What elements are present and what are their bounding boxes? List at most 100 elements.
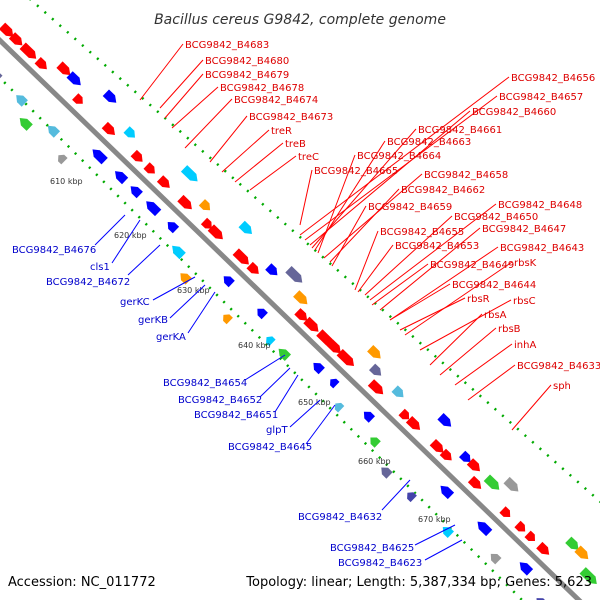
forward-gene-arrow[interactable] bbox=[0, 22, 14, 37]
forward-gene-arrow[interactable] bbox=[156, 175, 170, 188]
reverse-gene-arrow[interactable] bbox=[180, 273, 192, 285]
reverse-gene-arrow[interactable] bbox=[223, 314, 233, 325]
gene-label[interactable]: BCG9842_B4683 bbox=[185, 40, 269, 51]
reverse-gene-arrow[interactable] bbox=[330, 378, 340, 389]
forward-gene-arrow[interactable] bbox=[180, 165, 198, 182]
reverse-gene-arrow[interactable] bbox=[370, 437, 381, 448]
reverse-gene-arrow[interactable] bbox=[257, 308, 268, 320]
reverse-gene-arrow[interactable] bbox=[313, 362, 325, 375]
forward-gene-arrow[interactable] bbox=[303, 316, 319, 332]
gene-label[interactable]: BCG9842_B4680 bbox=[205, 56, 289, 67]
gene-label[interactable]: BCG9842_B4658 bbox=[424, 170, 508, 181]
gene-label[interactable]: BCG9842_B4653 bbox=[395, 241, 479, 252]
reverse-gene-arrow[interactable] bbox=[477, 521, 493, 537]
gene-label[interactable]: BCG9842_B4649 bbox=[430, 260, 514, 271]
forward-gene-arrow[interactable] bbox=[66, 71, 81, 86]
gene-label[interactable]: BCG9842_B4657 bbox=[499, 92, 583, 103]
gene-label[interactable]: BCG9842_B4676 bbox=[12, 245, 96, 256]
forward-gene-arrow[interactable] bbox=[294, 308, 308, 321]
reverse-gene-arrow[interactable] bbox=[334, 402, 345, 413]
reverse-gene-arrow[interactable] bbox=[47, 125, 61, 138]
gene-label[interactable]: BCG9842_B4665 bbox=[314, 166, 398, 177]
forward-gene-arrow[interactable] bbox=[579, 567, 597, 584]
reverse-gene-arrow[interactable] bbox=[490, 553, 502, 565]
forward-gene-arrow[interactable] bbox=[123, 126, 136, 138]
forward-gene-arrow[interactable] bbox=[369, 363, 382, 376]
gene-label[interactable]: BCG9842_B4678 bbox=[220, 83, 304, 94]
gene-label[interactable]: rbsK bbox=[514, 258, 537, 269]
gene-label[interactable]: BCG9842_B4663 bbox=[387, 137, 471, 148]
reverse-gene-arrow[interactable] bbox=[146, 201, 162, 217]
gene-label[interactable]: BCG9842_B4645 bbox=[228, 442, 312, 453]
gene-label[interactable]: BCG9842_B4654 bbox=[163, 378, 247, 389]
forward-gene-arrow[interactable] bbox=[102, 89, 117, 103]
gene-label[interactable]: BCG9842_B4652 bbox=[178, 395, 262, 406]
forward-gene-arrow[interactable] bbox=[503, 476, 519, 492]
reverse-gene-arrow[interactable] bbox=[519, 562, 534, 576]
forward-gene-arrow[interactable] bbox=[200, 217, 212, 229]
reverse-gene-arrow[interactable] bbox=[363, 411, 375, 423]
gene-label[interactable]: BCG9842_B4650 bbox=[454, 212, 538, 223]
forward-gene-arrow[interactable] bbox=[483, 474, 500, 490]
gene-label[interactable]: BCG9842_B4673 bbox=[249, 112, 333, 123]
gene-label[interactable]: BCG9842_B4625 bbox=[330, 543, 414, 554]
forward-gene-arrow[interactable] bbox=[56, 61, 71, 76]
gene-label[interactable]: cls1 bbox=[90, 262, 110, 273]
reverse-gene-arrow[interactable] bbox=[130, 186, 143, 199]
gene-label[interactable]: BCG9842_B4644 bbox=[452, 280, 536, 291]
reverse-gene-arrow[interactable] bbox=[0, 70, 3, 82]
forward-gene-arrow[interactable] bbox=[536, 541, 550, 555]
reverse-gene-arrow[interactable] bbox=[58, 154, 68, 165]
reverse-gene-arrow[interactable] bbox=[223, 276, 235, 288]
forward-gene-arrow[interactable] bbox=[198, 199, 211, 211]
forward-gene-arrow[interactable] bbox=[19, 42, 37, 59]
reverse-gene-arrow[interactable] bbox=[92, 149, 108, 165]
gene-label[interactable]: BCG9842_B4659 bbox=[368, 202, 452, 213]
forward-gene-arrow[interactable] bbox=[336, 349, 354, 366]
reverse-gene-arrow[interactable] bbox=[266, 336, 276, 347]
forward-gene-arrow[interactable] bbox=[429, 439, 444, 453]
gene-label[interactable]: treC bbox=[298, 152, 319, 163]
gene-label[interactable]: BCG9842_B4660 bbox=[472, 107, 556, 118]
forward-gene-arrow[interactable] bbox=[232, 248, 249, 265]
gene-label[interactable]: BCG9842_B4643 bbox=[500, 243, 584, 254]
forward-gene-arrow[interactable] bbox=[398, 408, 410, 420]
forward-gene-arrow[interactable] bbox=[130, 149, 143, 162]
gene-label[interactable]: BCG9842_B4664 bbox=[357, 151, 441, 162]
forward-gene-arrow[interactable] bbox=[466, 458, 480, 472]
gene-label[interactable]: rbsR bbox=[467, 294, 490, 305]
forward-gene-arrow[interactable] bbox=[285, 266, 303, 283]
forward-gene-arrow[interactable] bbox=[467, 475, 482, 489]
gene-label[interactable]: rbsB bbox=[498, 324, 521, 335]
gene-label[interactable]: gerKB bbox=[138, 315, 168, 326]
forward-gene-arrow[interactable] bbox=[238, 220, 253, 234]
reverse-gene-arrow[interactable] bbox=[19, 118, 33, 131]
gene-label[interactable]: BCG9842_B4632 bbox=[298, 512, 382, 523]
forward-gene-arrow[interactable] bbox=[143, 162, 155, 174]
forward-gene-arrow[interactable] bbox=[499, 506, 511, 517]
gene-label[interactable]: gerKC bbox=[120, 297, 150, 308]
forward-gene-arrow[interactable] bbox=[524, 530, 536, 541]
forward-gene-arrow[interactable] bbox=[246, 261, 259, 274]
forward-gene-arrow[interactable] bbox=[34, 57, 47, 70]
forward-gene-arrow[interactable] bbox=[367, 379, 384, 395]
gene-label[interactable]: BCG9842_B4651 bbox=[194, 410, 278, 421]
gene-label[interactable]: BCG9842_B4623 bbox=[338, 558, 422, 569]
reverse-gene-arrow[interactable] bbox=[115, 171, 129, 185]
gene-label[interactable]: sph bbox=[553, 381, 571, 392]
reverse-gene-arrow[interactable] bbox=[172, 245, 186, 260]
forward-gene-arrow[interactable] bbox=[439, 448, 452, 461]
reverse-gene-arrow[interactable] bbox=[16, 95, 28, 107]
reverse-gene-arrow[interactable] bbox=[440, 485, 455, 500]
forward-gene-arrow[interactable] bbox=[405, 416, 421, 430]
forward-gene-arrow[interactable] bbox=[8, 32, 23, 46]
gene-label[interactable]: glpT bbox=[266, 425, 288, 436]
forward-gene-arrow[interactable] bbox=[72, 93, 83, 104]
gene-label[interactable]: rbsC bbox=[513, 296, 536, 307]
reverse-gene-arrow[interactable] bbox=[407, 492, 417, 503]
gene-label[interactable]: gerKA bbox=[156, 332, 186, 343]
gene-label[interactable]: BCG9842_B4672 bbox=[46, 277, 130, 288]
forward-gene-arrow[interactable] bbox=[316, 329, 334, 347]
forward-gene-arrow[interactable] bbox=[391, 385, 404, 398]
gene-label[interactable]: BCG9842_B4662 bbox=[401, 185, 485, 196]
